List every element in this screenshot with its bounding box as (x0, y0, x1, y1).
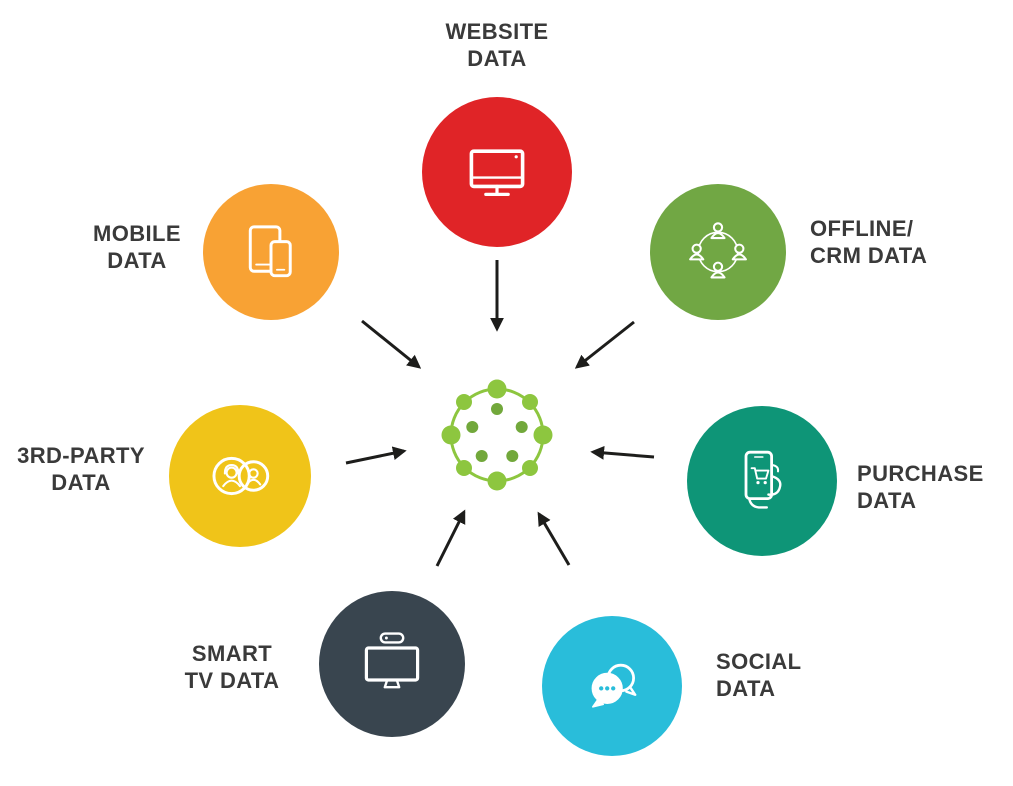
website-label: WEBSITE DATA (392, 18, 602, 72)
phone-shopping-cart-icon (744, 450, 782, 509)
label-line: SMART (191, 641, 273, 666)
label-line: 3RD-PARTY (17, 443, 145, 468)
arrow-from-smart-tv (435, 509, 466, 567)
mobile-label: MOBILE DATA (52, 220, 222, 274)
third-party-label: 3RD-PARTY DATA (0, 442, 162, 496)
tablet-phone-icon (248, 225, 292, 278)
label-line: TV DATA (184, 668, 280, 693)
label-line: DATA (716, 676, 776, 701)
label-line: CRM DATA (810, 243, 928, 268)
arrow-from-purchase (590, 446, 655, 460)
label-line: DATA (857, 488, 917, 513)
label-line: DATA (51, 470, 111, 495)
third-party-circle (169, 405, 311, 547)
social-circle (542, 616, 682, 756)
offline-crm-label: OFFLINE/ CRM DATA (810, 215, 1010, 269)
desktop-monitor-icon (469, 149, 525, 196)
people-network-icon (689, 222, 747, 279)
chat-bubbles-icon (591, 663, 637, 708)
social-label: SOCIAL DATA (716, 648, 856, 702)
purchase-label: PURCHASE DATA (857, 460, 1013, 514)
arrow-from-offline-crm (574, 320, 635, 369)
mobile-circle (203, 184, 339, 320)
smart-tv-circle (319, 591, 465, 737)
label-line: WEBSITE (445, 19, 549, 44)
label-line: OFFLINE/ (810, 216, 914, 241)
arrow-from-social (537, 511, 571, 566)
arrow-from-third-party (345, 446, 407, 465)
smart-tv-icon (364, 632, 420, 689)
two-profiles-icon (212, 456, 270, 496)
label-line: MOBILE (93, 221, 181, 246)
smart-tv-label: SMART TV DATA (152, 640, 312, 694)
label-line: DATA (107, 248, 167, 273)
purchase-circle (687, 406, 837, 556)
website-circle (422, 97, 572, 247)
label-line: SOCIAL (716, 649, 802, 674)
label-line: PURCHASE (857, 461, 984, 486)
label-line: DATA (467, 46, 527, 71)
arrow-from-mobile (361, 319, 422, 369)
dot-cluster-icon (441, 379, 553, 491)
offline-crm-circle (650, 184, 786, 320)
